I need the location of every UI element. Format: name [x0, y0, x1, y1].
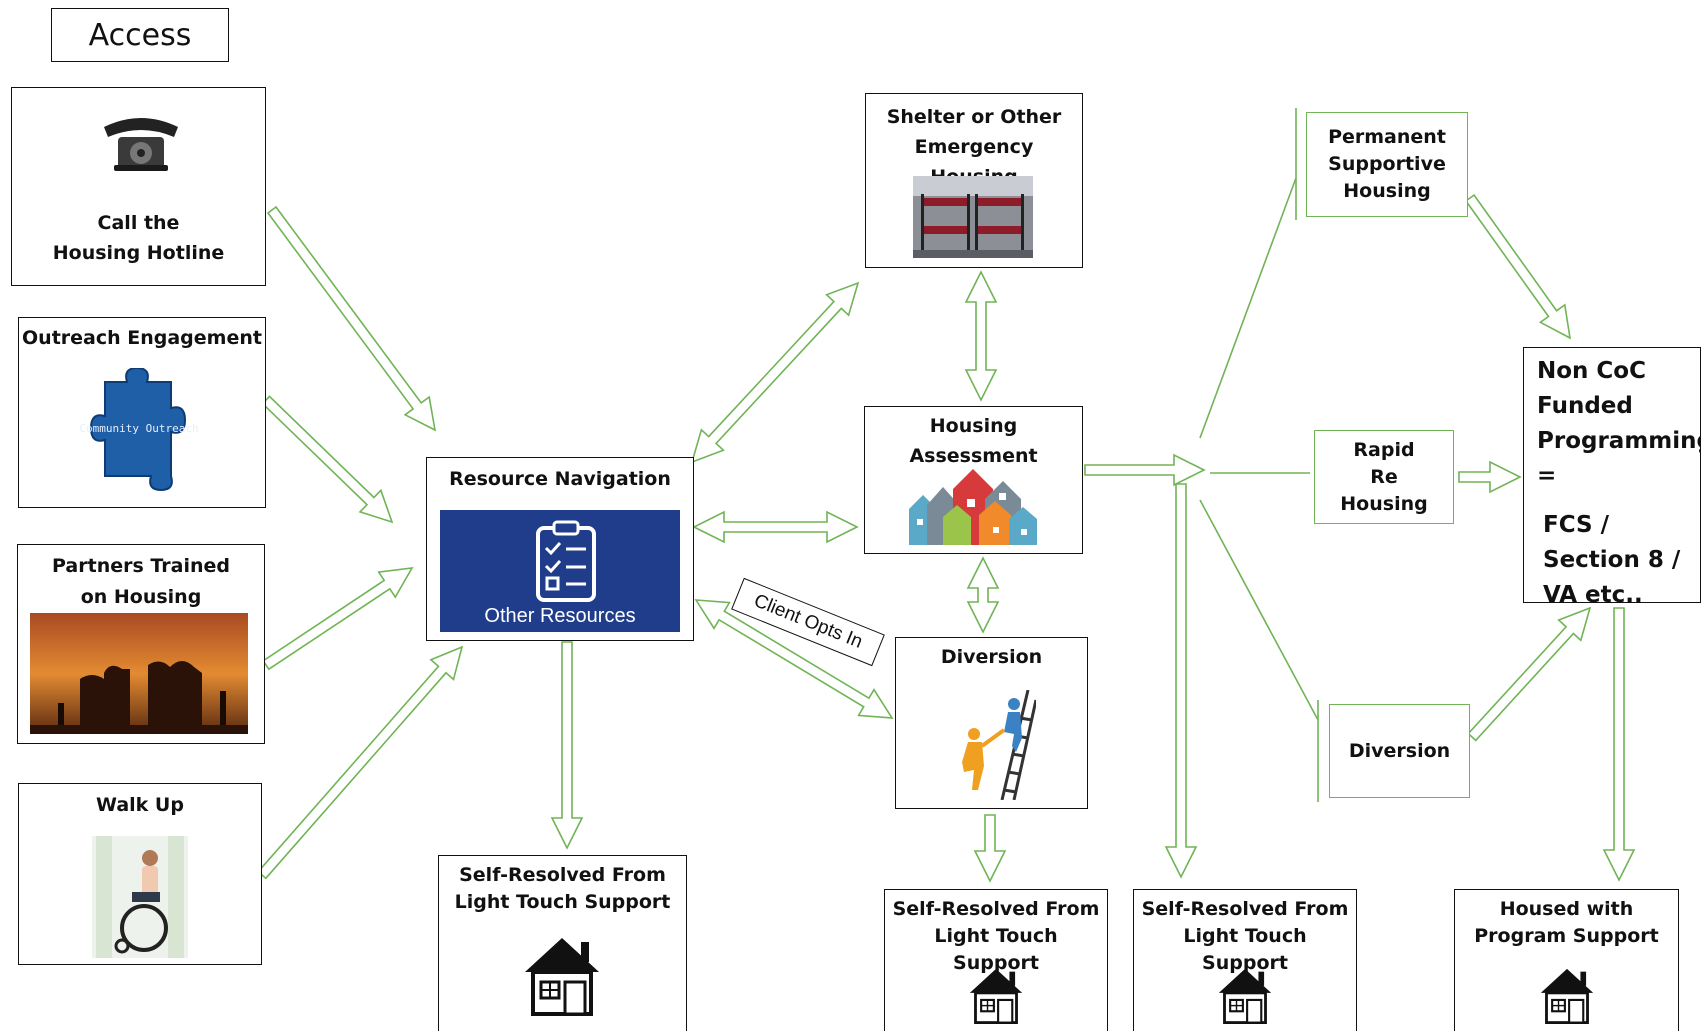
resource-navigation-title: Resource Navigation	[449, 468, 671, 490]
hotline-label: Call the Housing Hotline	[52, 212, 225, 264]
self-resolved-2-box: Self-Resolved From Light Touch Support	[884, 889, 1108, 1031]
arrow-non-coc-to-housed	[1602, 607, 1636, 882]
diversion-outcome-label: Diversion	[1348, 739, 1451, 762]
housing-assessment-label: Housing Assessment	[909, 415, 1038, 467]
telephone-icon	[104, 118, 178, 171]
non-coc-equals: =	[1537, 463, 1557, 489]
arrow-navigation-diversion	[694, 599, 894, 719]
outreach-label: Outreach Engagement	[22, 327, 262, 349]
outreach-badge: Community Outreach	[79, 422, 198, 435]
self-resolved-2-label: Self-Resolved From Light Touch Support	[892, 898, 1100, 974]
resource-navigation-box: Resource Navigation Other Resources	[426, 457, 694, 641]
self-resolved-1-box: Self-Resolved From Light Touch Support	[438, 855, 687, 1031]
partners-box: Partners Trained on Housing Assessment	[17, 544, 265, 744]
non-coc-box: Non CoC Funded Programming = FCS / Secti…	[1523, 347, 1701, 608]
arrow-shelter-assessment	[964, 270, 998, 402]
arrow-navigation-assessment	[692, 510, 859, 544]
psh-label: Permanent Supportive Housing	[1328, 126, 1446, 202]
house-icon	[525, 938, 599, 1016]
arrow-assessment-diversion	[966, 556, 1000, 634]
colorful-houses-icon	[909, 469, 1037, 545]
bunk-beds-image	[913, 176, 1033, 258]
non-coc-line3: FCS / Section 8 / VA etc..	[1543, 512, 1681, 608]
walkup-box: Walk Up	[18, 783, 262, 965]
arrow-navigation-shelter	[690, 281, 860, 464]
arrow-walkup-to-navigation	[257, 645, 464, 880]
arrow-outreach-to-navigation	[261, 395, 394, 524]
arrow-partners-to-navigation	[262, 567, 414, 671]
diversion-outcome-box: Diversion	[1329, 704, 1470, 798]
hotline-box: Call the Housing Hotline	[11, 87, 266, 286]
arrow-hotline-to-navigation	[266, 205, 437, 432]
puzzle-piece-icon: Community Outreach	[79, 368, 199, 492]
sunset-puzzle-image	[30, 613, 248, 734]
rrh-box: Rapid Re Housing	[1314, 430, 1454, 524]
diversion-center-box: Diversion	[895, 637, 1088, 809]
wheelchair-user-image	[92, 836, 188, 958]
psh-box: Permanent Supportive Housing	[1306, 112, 1468, 217]
housing-assessment-box: Housing Assessment	[864, 406, 1083, 554]
non-coc-line1: Non CoC Funded Programming	[1537, 358, 1701, 454]
arrow-rrh-to-non-coc	[1458, 460, 1522, 494]
fork-line-diversion	[1199, 499, 1319, 721]
housed-box: Housed with Program Support	[1454, 889, 1679, 1031]
fork-line-psh	[1199, 177, 1297, 439]
helping-hand-ladder-icon	[962, 690, 1036, 800]
housed-label: Housed with Program Support	[1474, 898, 1659, 947]
other-resources-label: Other Resources	[484, 605, 636, 627]
house-icon	[1540, 968, 1594, 1024]
self-resolved-1-label: Self-Resolved From Light Touch Support	[454, 864, 671, 913]
self-resolved-3-label: Self-Resolved From Light Touch Support	[1141, 898, 1349, 974]
diversion-center-label: Diversion	[940, 646, 1043, 668]
rrh-label: Rapid Re Housing	[1340, 438, 1428, 515]
house-icon	[969, 968, 1023, 1024]
outreach-box: Outreach Engagement Community Outreach	[18, 317, 266, 508]
walkup-label: Walk Up	[96, 794, 184, 816]
self-resolved-3-box: Self-Resolved From Light Touch Support	[1133, 889, 1357, 1031]
arrow-assessment-down	[1164, 483, 1198, 879]
arrow-psh-to-non-coc	[1464, 193, 1572, 340]
other-resources-banner: Other Resources	[440, 510, 680, 632]
access-title-box: Access	[51, 8, 229, 62]
arrow-diversion-self-resolved	[973, 814, 1007, 883]
house-icon	[1218, 968, 1272, 1024]
shelter-box: Shelter or Other Emergency Housing	[865, 93, 1083, 268]
arrow-navigation-self-resolved	[550, 641, 584, 850]
clipboard-checklist-icon	[536, 520, 596, 602]
arrow-assessment-to-outcomes	[1084, 453, 1206, 487]
access-title: Access	[88, 17, 192, 53]
arrow-diversion-to-non-coc	[1467, 606, 1592, 742]
